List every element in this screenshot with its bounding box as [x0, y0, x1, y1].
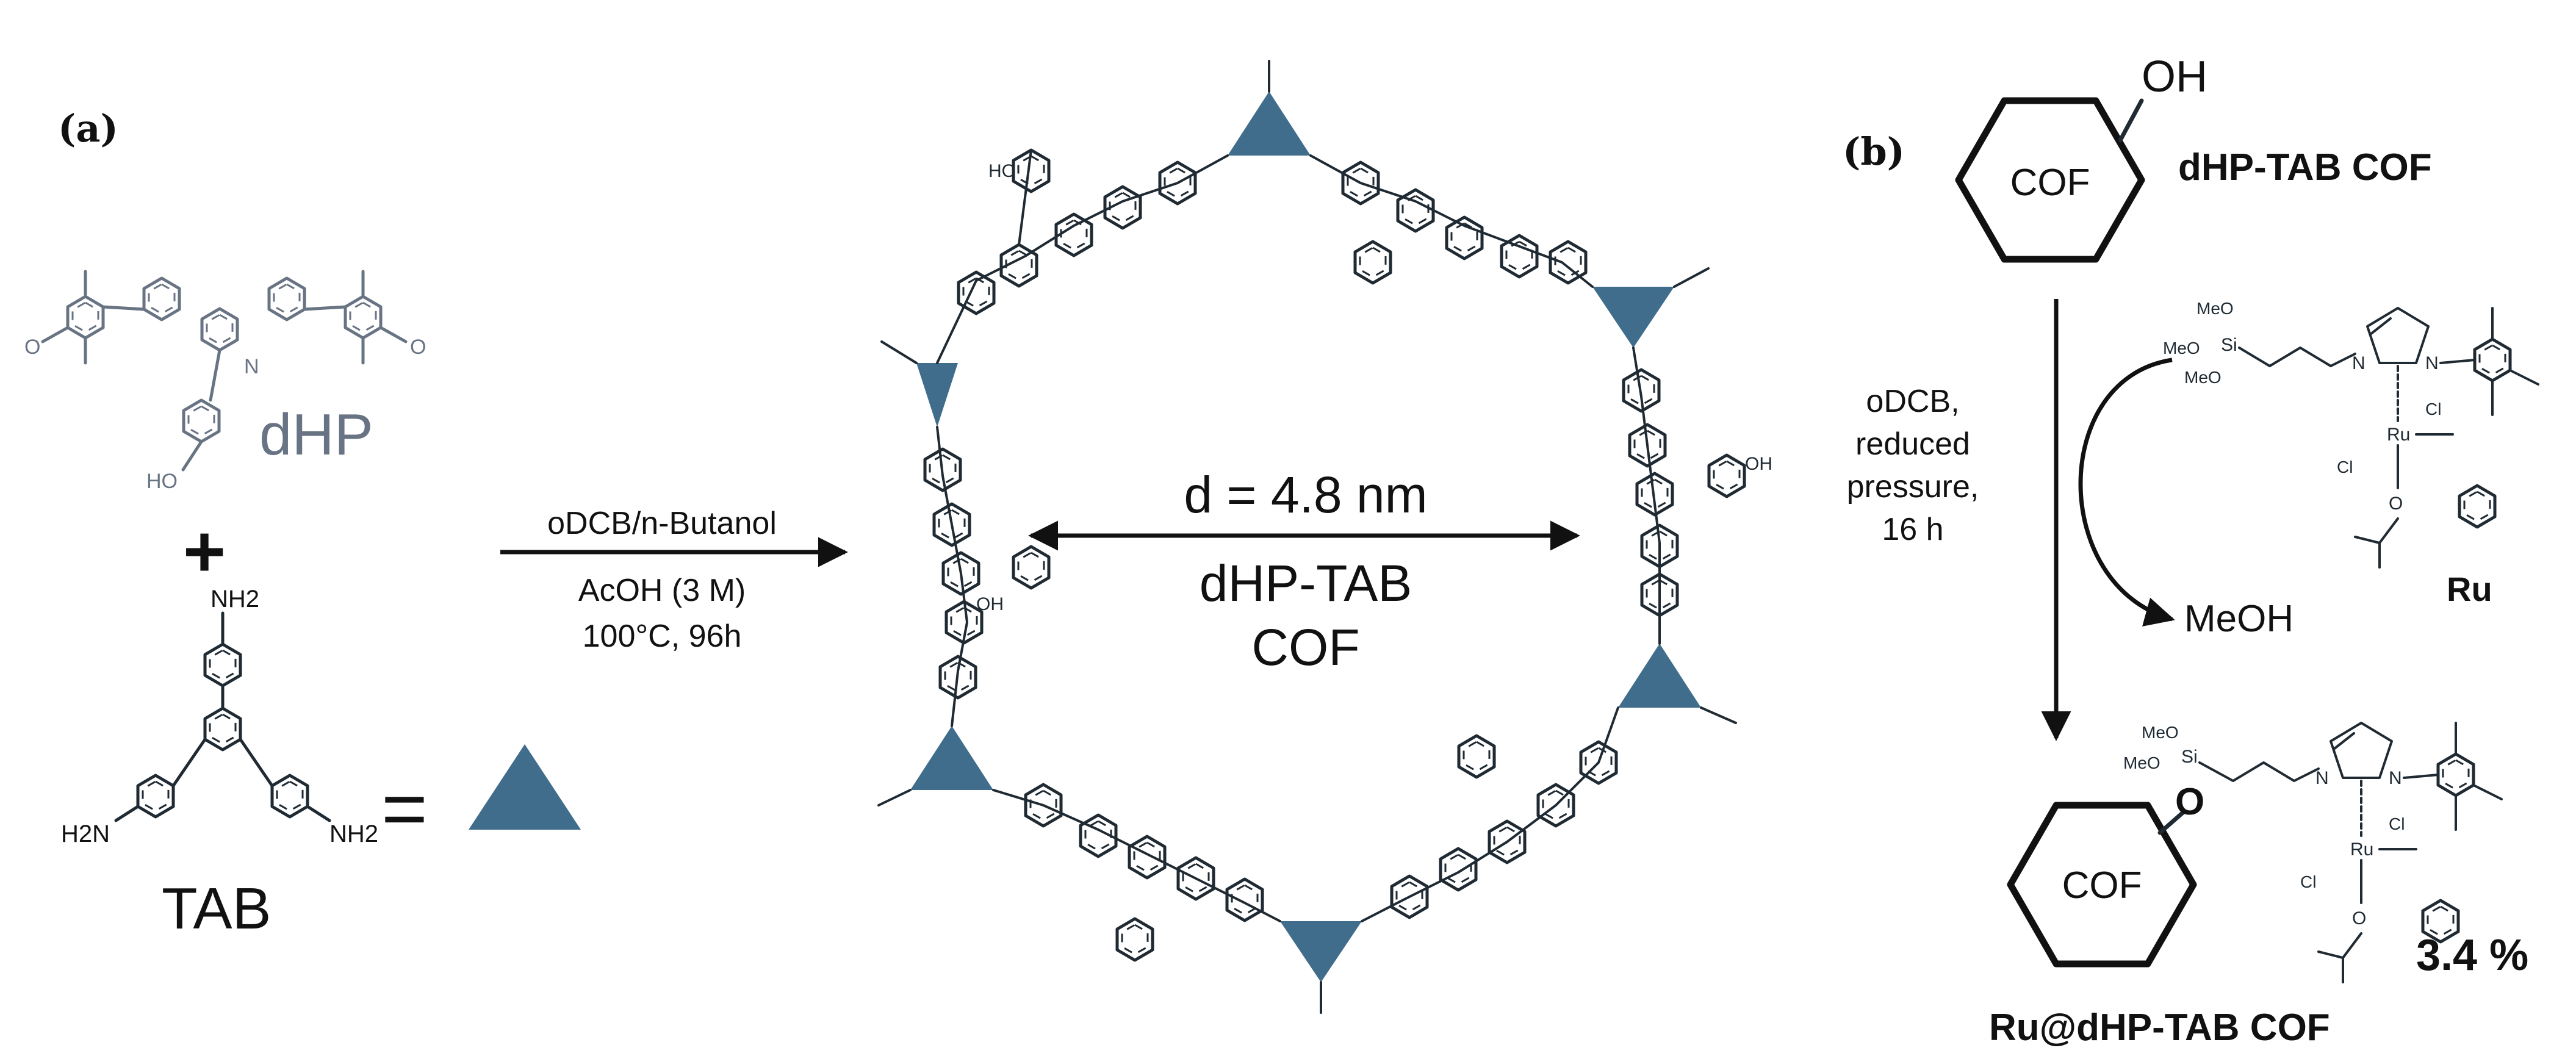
product-name-label: Ru@dHP-TAB COF — [1989, 1007, 2330, 1049]
equals-sign: = — [381, 764, 428, 853]
product-o: O — [2352, 908, 2366, 928]
cof-hexagon-top-label: COF — [2010, 162, 2090, 204]
reagent-cl-1: Cl — [2425, 400, 2441, 418]
product-ru-atom: Ru — [2350, 839, 2373, 860]
product-meo-1: MeO — [2142, 723, 2179, 742]
conditions-line-3: pressure, — [1847, 469, 1979, 505]
tab-label: TAB — [162, 876, 272, 941]
curved-byproduct-arrow — [2078, 357, 2175, 627]
condition-line-2: AcOH (3 M) — [578, 573, 746, 608]
condition-line-3: 100°C, 96h — [583, 619, 742, 654]
reagent-name-label: Ru — [2447, 570, 2492, 608]
triangle-node-lower-left — [910, 726, 993, 790]
cof-pore-structure: OH OH HO — [877, 60, 1772, 1014]
byproduct-label: MeOH — [2184, 598, 2294, 640]
product-meo-2: MeO — [2123, 753, 2160, 772]
starting-material-label: dHP-TAB COF — [2178, 146, 2432, 189]
cof-hydroxyl-right: OH — [1745, 454, 1772, 474]
conditions-line-2: reduced — [1855, 426, 1970, 462]
triangle-node-bottom — [1280, 921, 1362, 982]
conditions-line-4: 16 h — [1882, 512, 1943, 547]
dhp-ho-label: HO — [146, 470, 178, 493]
condition-line-1: oDCB/n-Butanol — [547, 506, 777, 541]
cof-hexagon-product-label: COF — [2062, 864, 2142, 907]
triangle-node-lower-right — [1618, 644, 1701, 708]
dhp-aldehyde-o-right: O — [410, 336, 426, 359]
loading-label: 3.4 % — [2416, 931, 2528, 980]
dhp-monomer-structure: N HO O O — [24, 270, 426, 493]
cof-name-line-1: dHP-TAB — [1200, 555, 1412, 612]
reagent-si: Si — [2221, 335, 2237, 355]
panel-a: (a) N HO O O dHP + — [24, 60, 1772, 1014]
plus-sign: + — [183, 511, 226, 592]
reagent-n-right: N — [2425, 353, 2439, 373]
reagent-meo-1: MeO — [2196, 299, 2234, 318]
triangle-node-top — [1228, 92, 1311, 156]
dhp-label: dHP — [259, 402, 373, 467]
reagent-meo-3: MeO — [2184, 368, 2222, 387]
tab-amine-left: H2N — [61, 821, 110, 847]
product-si: Si — [2181, 747, 2198, 767]
triangle-node-upper-right — [1592, 287, 1674, 348]
oh-group-label: OH — [2142, 52, 2207, 101]
product-catalyst-structure: MeO MeO Si N N Ru Cl Cl O — [2123, 722, 2503, 983]
tab-amine-right: NH2 — [329, 821, 378, 847]
cof-hydroxyl-top: HO — [988, 161, 1016, 181]
panel-b-label: (b) — [1843, 129, 1905, 174]
product-cl-1: Cl — [2389, 814, 2405, 833]
cof-hexagon-product — [2007, 802, 2197, 968]
reagent-meo-2: MeO — [2163, 339, 2200, 357]
reagent-ru-atom: Ru — [2387, 425, 2410, 445]
reagent-cl-2: Cl — [2337, 458, 2353, 476]
ru-catalyst-structure: MeO MeO MeO Si N N Ru Cl Cl O — [2163, 299, 2539, 569]
reagent-n-left: N — [2352, 353, 2366, 373]
panel-a-label: (a) — [58, 106, 118, 151]
tab-amine-top: NH2 — [210, 586, 259, 612]
cof-name-line-2: COF — [1251, 619, 1359, 676]
reagent-o: O — [2389, 494, 2403, 514]
triangle-node-icon — [469, 744, 581, 830]
product-cl-2: Cl — [2300, 872, 2316, 891]
dhp-aldehyde-o-left: O — [24, 336, 40, 359]
cof-hydroxyl-left: OH — [976, 594, 1004, 614]
linker-oxygen-label: O — [2175, 781, 2204, 823]
tab-monomer-structure: NH2 H2N NH2 — [61, 586, 378, 847]
pore-size-label: d = 4.8 nm — [1184, 466, 1427, 523]
product-n-left: N — [2315, 768, 2329, 788]
dhp-n-atom: N — [244, 355, 259, 378]
cof-hexagon-top — [1955, 97, 2145, 263]
product-n-right: N — [2389, 768, 2402, 788]
conditions-line-1: oDCB, — [1866, 384, 1959, 419]
panel-b: (b) COF OH dHP-TAB COF oDCB, reduced pre… — [1843, 52, 2539, 1049]
triangle-node-upper-left — [916, 363, 958, 427]
